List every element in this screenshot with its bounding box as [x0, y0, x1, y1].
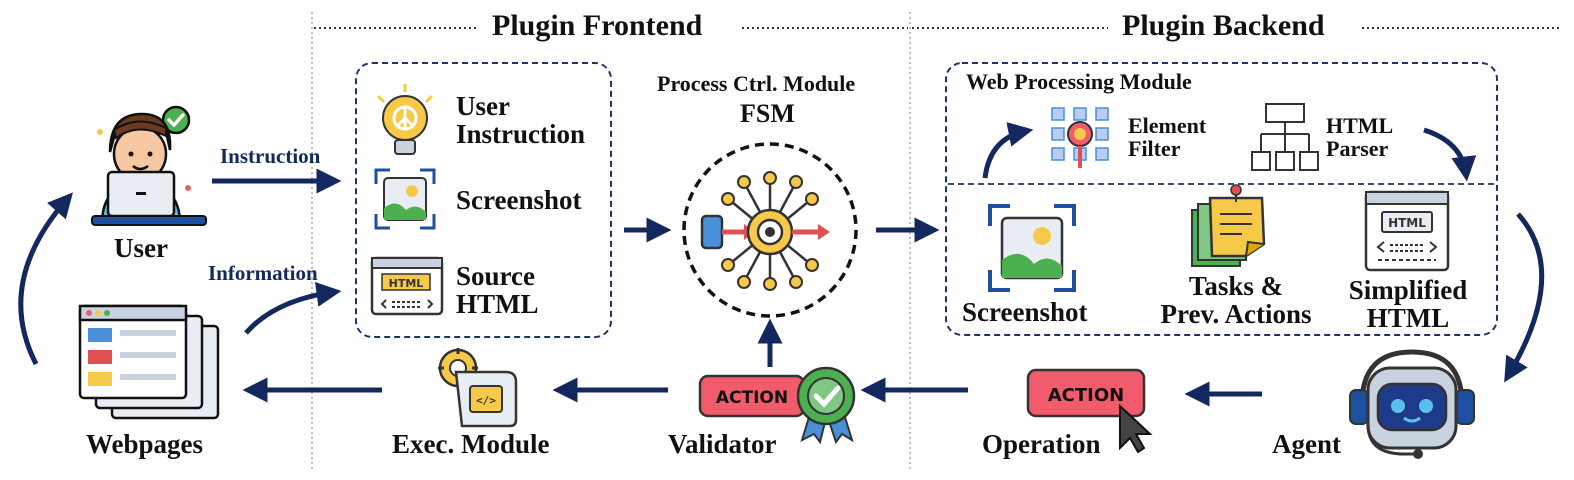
arrow-backend-to-agent — [1504, 212, 1545, 383]
exec-module-icon: </> — [438, 348, 518, 428]
source-html-line1: Source — [456, 261, 535, 291]
element-filter-icon — [1051, 107, 1109, 168]
arrow-filter-curve — [982, 122, 1034, 179]
html-parser-line2: Parser — [1326, 136, 1389, 162]
lightbulb-icon — [376, 84, 434, 155]
element-filter-line2: Filter — [1128, 136, 1181, 162]
simplified-html-line1: Simplified — [1348, 275, 1468, 305]
arrow-parser-curve — [1423, 127, 1477, 182]
source-html-icon: HTML — [370, 256, 444, 316]
html-parser-line1: HTML — [1326, 113, 1394, 138]
operation-action-icon: ACTION — [1026, 368, 1153, 454]
tasks-line1: Tasks & — [1188, 271, 1284, 301]
source-html-label: Source HTML — [456, 262, 539, 319]
user-instruction-line1: User — [456, 91, 510, 121]
frontend-screenshot-label: Screenshot — [456, 185, 582, 215]
tasks-line2: Prev. Actions — [1160, 299, 1312, 330]
element-filter-line1: Element — [1128, 113, 1207, 138]
validator-action-text: ACTION — [716, 388, 788, 408]
header-plugin-frontend: Plugin Frontend — [492, 9, 703, 42]
web-processing-box — [945, 62, 1498, 336]
backend-screenshot-icon — [988, 204, 1076, 292]
simplified-html-badge-text: HTML — [1388, 216, 1426, 230]
exec-module-label: Exec. Module — [392, 429, 550, 459]
validator-label: Validator — [668, 429, 777, 459]
operation-label: Operation — [982, 429, 1101, 459]
frontend-inputs-box — [355, 62, 612, 338]
user-label: User — [114, 233, 168, 263]
element-filter-label: Element Filter — [1128, 114, 1206, 160]
simplified-html-line2: HTML — [1366, 303, 1450, 334]
user-icon — [91, 105, 207, 226]
agent-label: Agent — [1272, 429, 1341, 459]
webpages-icon — [78, 304, 220, 420]
flow-label-instruction: Instruction — [220, 144, 321, 168]
user-instruction-label: User Instruction — [456, 92, 585, 149]
webpages-label: Webpages — [86, 429, 204, 459]
flow-label-information: Information — [208, 261, 318, 285]
arrow-information — [244, 281, 342, 335]
user-instruction-line2: Instruction — [456, 119, 586, 150]
fsm-circle — [682, 142, 858, 318]
process-ctrl-fsm: FSM — [740, 99, 795, 128]
agent-robot-icon — [1349, 349, 1475, 459]
source-html-line2: HTML — [456, 289, 539, 320]
simplified-html-label: Simplified HTML — [1336, 276, 1480, 333]
tasks-notes-icon — [1191, 184, 1266, 267]
backend-screenshot-label: Screenshot — [962, 297, 1088, 327]
operation-action-text: ACTION — [1048, 385, 1124, 406]
tasks-label: Tasks & Prev. Actions — [1152, 272, 1320, 329]
process-ctrl-title: Process Ctrl. Module — [657, 71, 856, 96]
screenshot-icon — [374, 168, 436, 230]
html-badge-text: HTML — [389, 277, 424, 290]
html-parser-icon — [1251, 103, 1319, 171]
validator-action-icon: ACTION — [698, 366, 856, 444]
arrow-webpages-to-user — [18, 192, 73, 366]
html-parser-label: HTML Parser — [1326, 114, 1393, 160]
fsm-gear-icon — [700, 171, 830, 291]
web-processing-title: Web Processing Module — [966, 69, 1192, 94]
header-plugin-backend: Plugin Backend — [1122, 9, 1325, 42]
simplified-html-icon: HTML — [1364, 190, 1450, 272]
svg-text:</>: </> — [476, 394, 496, 407]
